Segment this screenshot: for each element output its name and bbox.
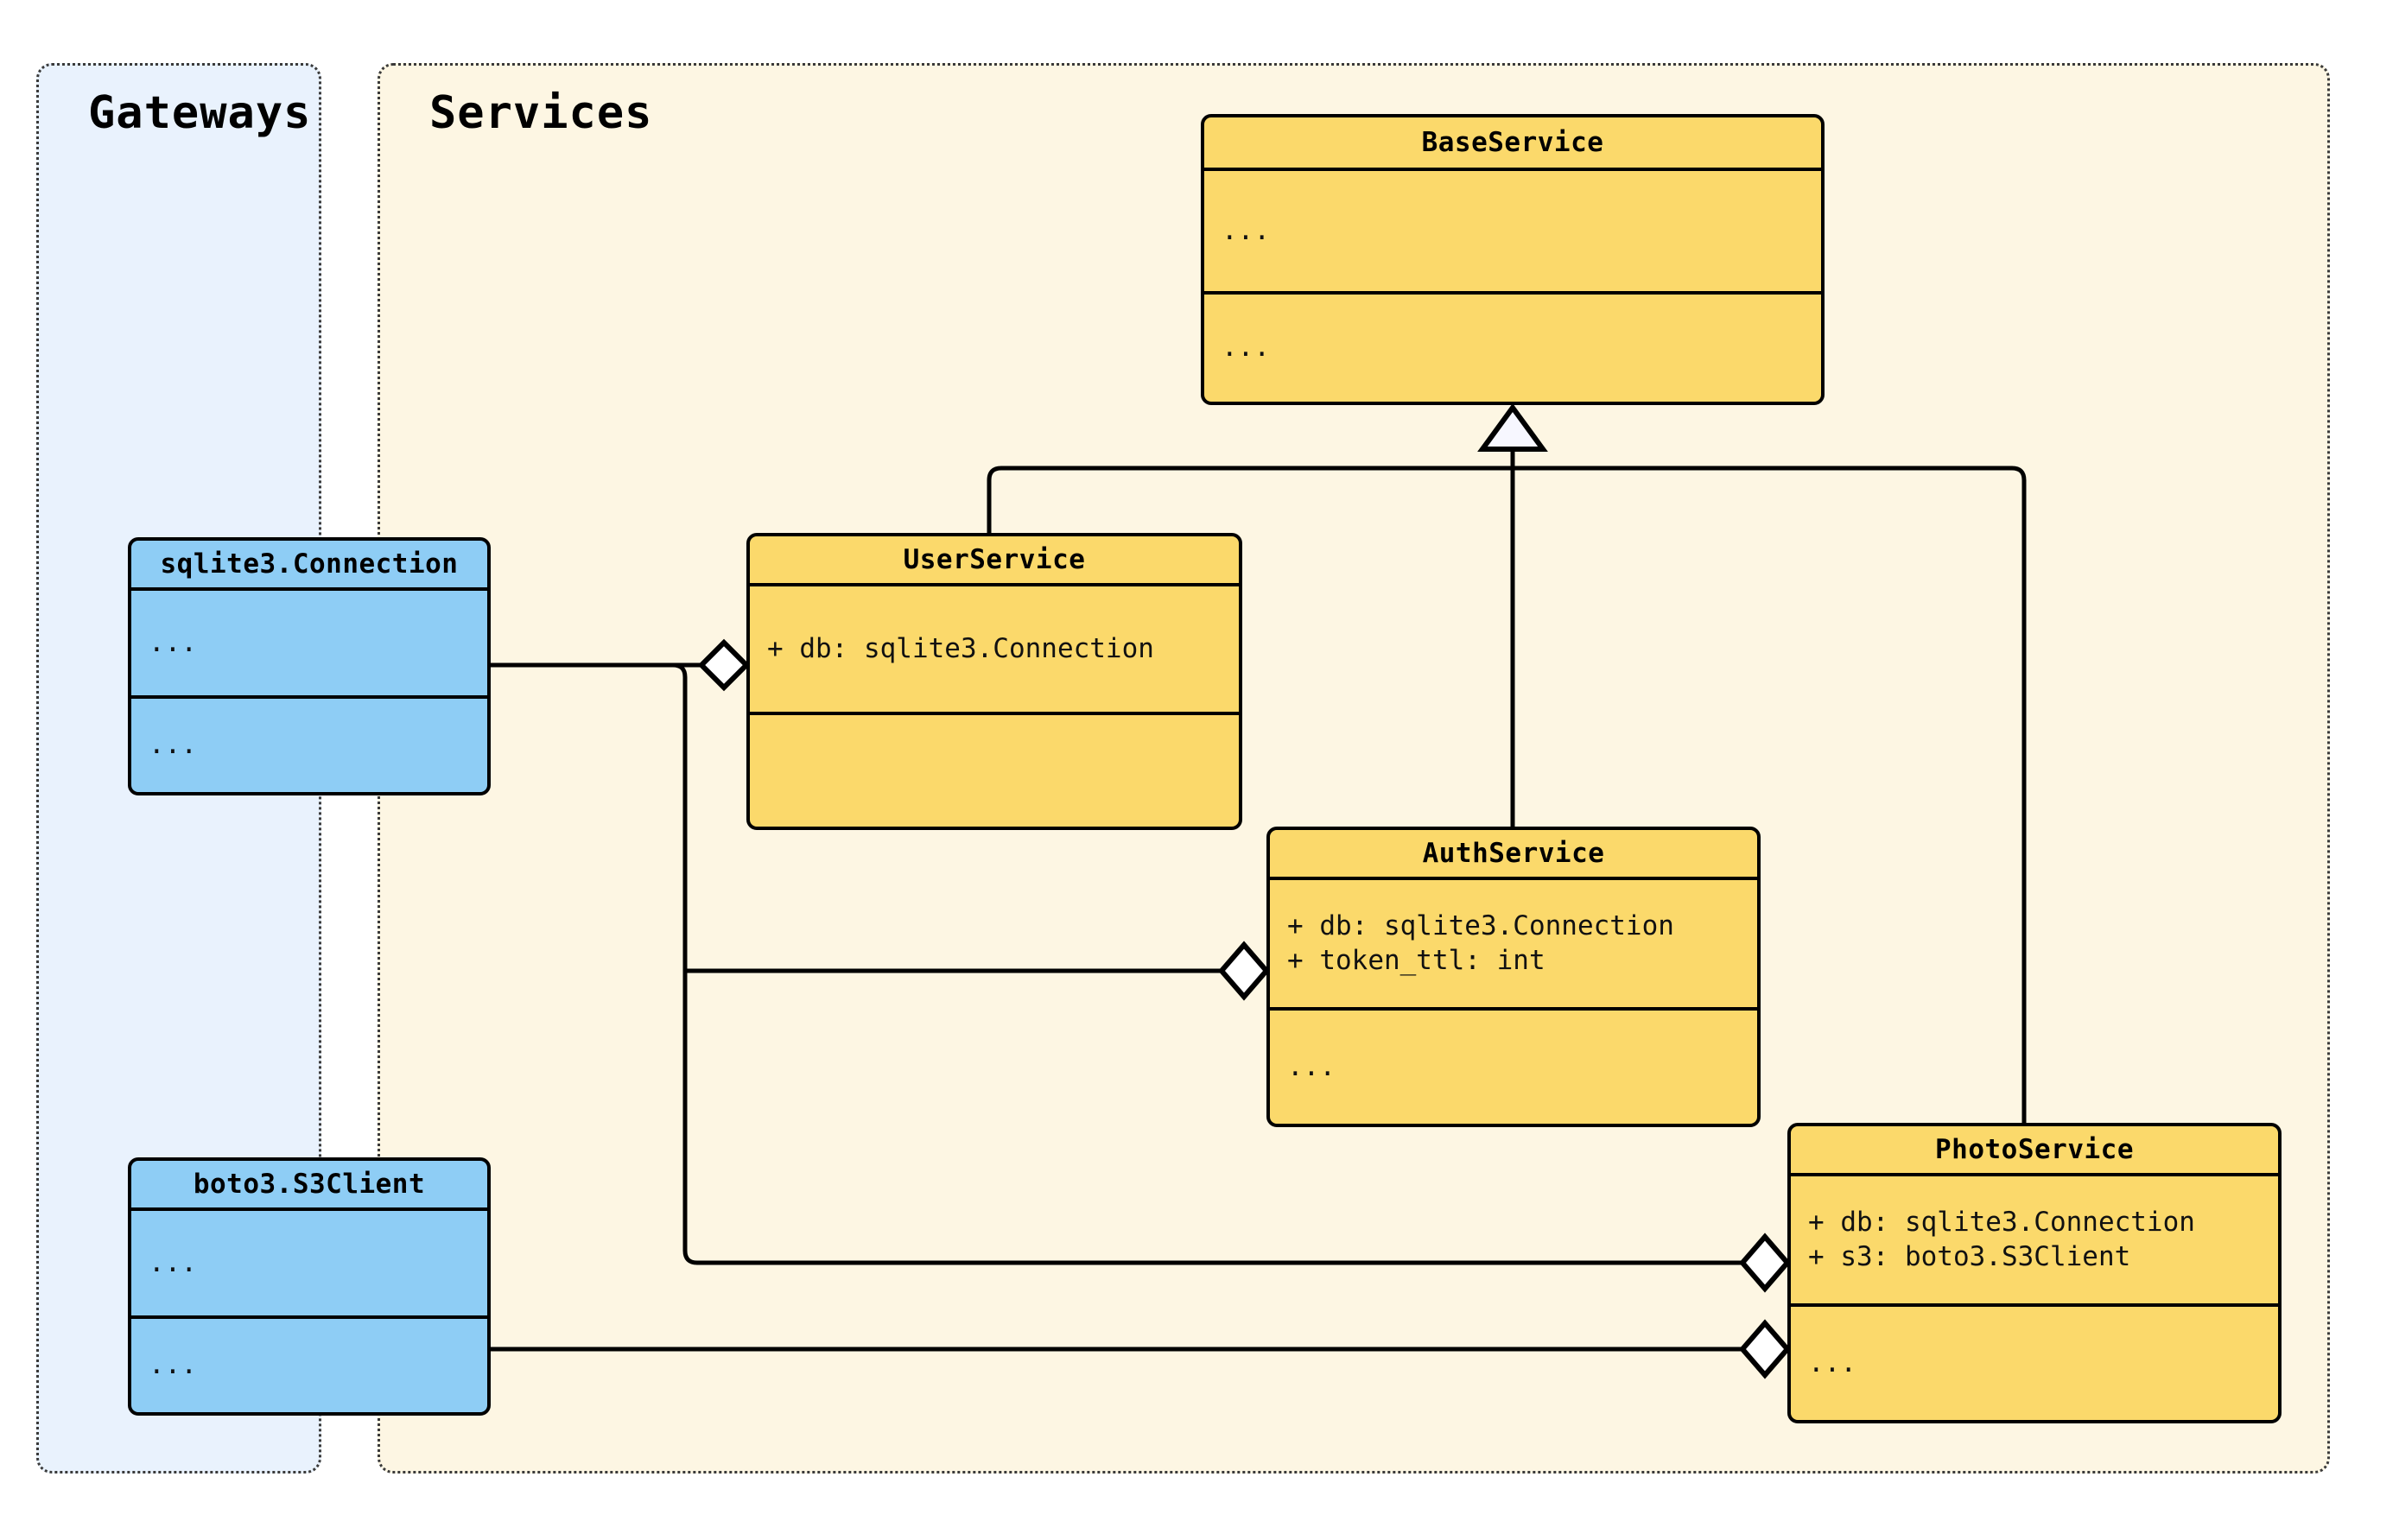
class-box-photoservice[interactable]: PhotoService + db: sqlite3.Connection+ s…	[1787, 1123, 2282, 1423]
class-member: + token_ttl: int	[1287, 944, 1545, 976]
class-methods-boto3-s3client: ...	[131, 1315, 487, 1412]
class-attributes-userservice: + db: sqlite3.Connection	[750, 586, 1239, 712]
class-member: ...	[1808, 1347, 1856, 1378]
class-name-baseservice: BaseService	[1204, 117, 1821, 171]
class-box-authservice[interactable]: AuthService + db: sqlite3.Connection+ to…	[1266, 827, 1761, 1127]
class-methods-baseservice: ...	[1204, 291, 1821, 402]
class-attributes-boto3-s3client: ...	[131, 1211, 487, 1315]
class-methods-sqlite3-connection: ...	[131, 695, 487, 792]
class-member: ...	[149, 1349, 197, 1381]
class-name-userservice: UserService	[750, 536, 1239, 586]
package-services-title: Services	[429, 87, 653, 139]
class-methods-userservice	[750, 712, 1239, 827]
package-gateways-title: Gateways	[88, 87, 312, 139]
class-methods-authservice: ...	[1270, 1007, 1757, 1124]
class-box-boto3-s3client[interactable]: boto3.S3Client ... ...	[128, 1157, 491, 1416]
class-member: + s3: boto3.S3Client	[1808, 1240, 2131, 1272]
class-member: ...	[149, 729, 197, 761]
class-member: ...	[149, 1246, 197, 1278]
class-attributes-sqlite3-connection: ...	[131, 591, 487, 695]
class-box-sqlite3-connection[interactable]: sqlite3.Connection ... ...	[128, 537, 491, 795]
class-member: + db: sqlite3.Connection	[1808, 1206, 2195, 1238]
class-name-authservice: AuthService	[1270, 830, 1757, 880]
class-member: + db: sqlite3.Connection	[767, 632, 1154, 664]
class-name-boto3-s3client: boto3.S3Client	[131, 1161, 487, 1211]
class-member: ...	[1287, 1050, 1336, 1082]
class-member: + db: sqlite3.Connection	[1287, 909, 1674, 941]
class-member: ...	[149, 626, 197, 658]
class-member: ...	[1222, 332, 1270, 364]
class-member: ...	[1222, 214, 1270, 246]
class-box-userservice[interactable]: UserService + db: sqlite3.Connection	[746, 533, 1242, 830]
class-methods-photoservice: ...	[1791, 1303, 2278, 1420]
class-name-sqlite3-connection: sqlite3.Connection	[131, 541, 487, 591]
class-attributes-photoservice: + db: sqlite3.Connection+ s3: boto3.S3Cl…	[1791, 1176, 2278, 1303]
class-attributes-authservice: + db: sqlite3.Connection+ token_ttl: int	[1270, 880, 1757, 1007]
class-name-photoservice: PhotoService	[1791, 1126, 2278, 1176]
class-attributes-baseservice: ...	[1204, 171, 1821, 291]
class-box-baseservice[interactable]: BaseService ... ...	[1201, 114, 1825, 405]
